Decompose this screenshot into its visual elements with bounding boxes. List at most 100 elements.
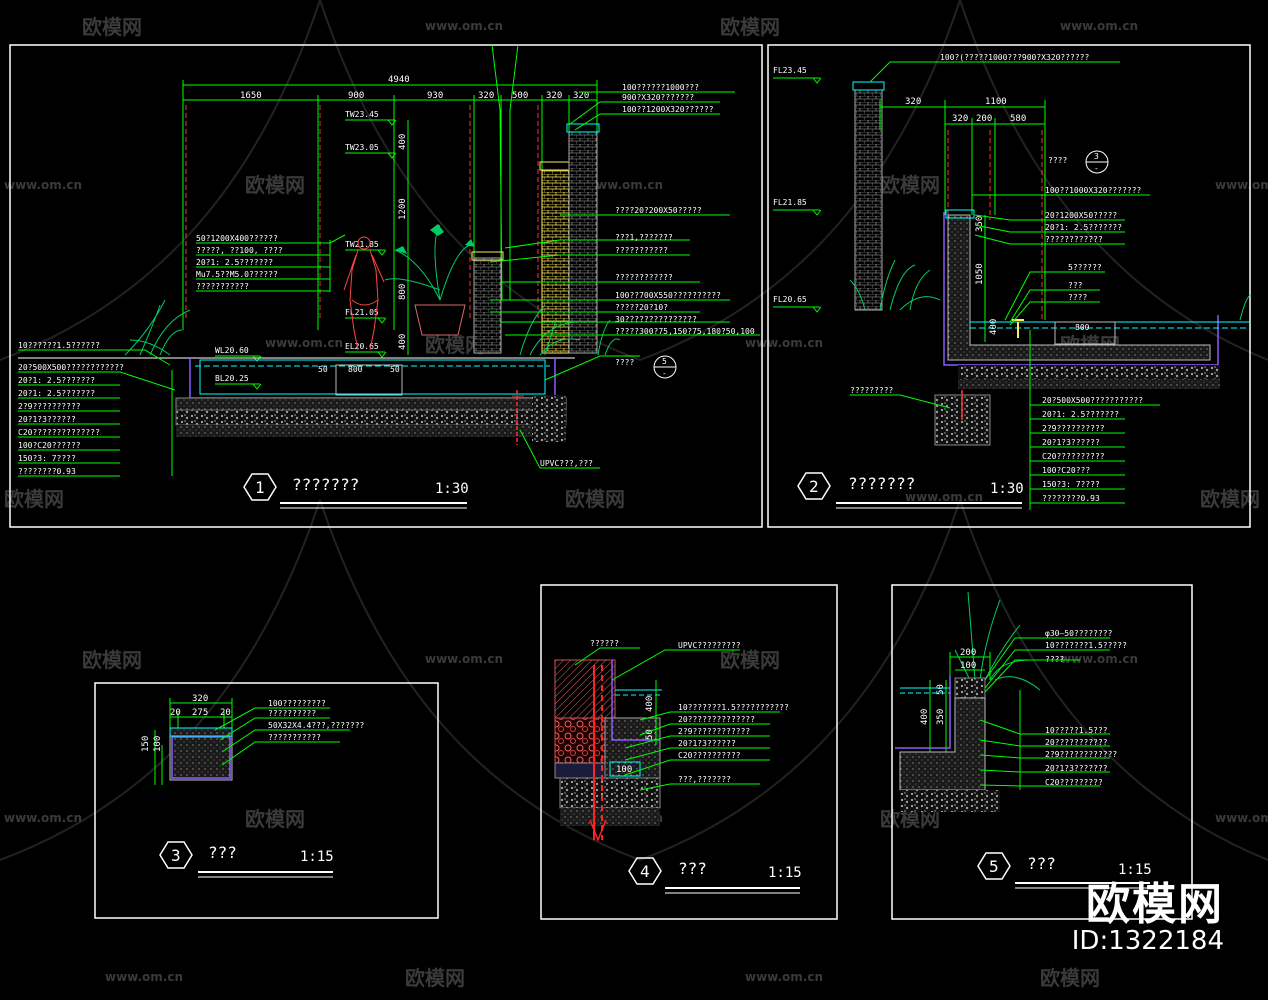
- pool-dimension: 800: [348, 365, 363, 374]
- leader-lines: [979, 637, 1110, 790]
- material-note: 50X32X4.4???,???????: [268, 721, 365, 730]
- dimension-label: 100: [960, 661, 976, 671]
- watermark-url: www.om.cn: [4, 811, 82, 825]
- dimension-label: 1100: [985, 97, 1007, 107]
- material-note: Mu7.5??M5.0??????: [196, 270, 278, 279]
- watermark-arc: [639, 0, 961, 361]
- material-note: ????????0.93: [1042, 494, 1100, 503]
- vertical-dimension: 100: [153, 736, 163, 752]
- watermark-url: www.om.cn: [1215, 811, 1268, 825]
- material-note: 20??????????????: [678, 715, 755, 724]
- watermark-logo: 欧模网: [82, 648, 142, 672]
- material-note: φ30—50????????: [1045, 629, 1113, 638]
- vertical-dimension: 800: [398, 284, 408, 300]
- pool-dimension: 50: [390, 365, 400, 374]
- tree-trunk: [491, 44, 519, 301]
- elevation-label: FL23.45: [773, 66, 807, 75]
- pillar-cap: [566, 123, 600, 133]
- material-note: ????????????: [615, 273, 673, 282]
- material-note: 20?1?3??????: [1042, 438, 1100, 447]
- material-note: 100??1200X320??????: [622, 105, 714, 114]
- watermark-arc: [319, 499, 641, 861]
- leader-lines-right: [489, 91, 760, 336]
- leader-line: [519, 429, 600, 469]
- watermark-logo: 欧模网: [720, 648, 780, 672]
- material-note: ???????????: [615, 246, 668, 255]
- material-note: 10??????1.5??????: [18, 341, 100, 350]
- material-note: 20???????????: [1045, 738, 1108, 747]
- section-number-badge: [159, 841, 193, 869]
- watermark-arc: [959, 0, 1268, 361]
- retaining-wall: [934, 209, 1250, 446]
- material-note: 20?1?3??????: [18, 415, 76, 424]
- vertical-dimension: 400: [398, 334, 408, 350]
- material-note: 10???????1.5?????: [1045, 641, 1127, 650]
- material-note: 100?????????: [268, 699, 326, 708]
- section-number: 3: [171, 846, 181, 865]
- dimension-label: 200: [960, 648, 976, 658]
- brand-id: ID:1322184: [1071, 926, 1224, 956]
- material-note: ????20?200X50?????: [615, 206, 702, 215]
- watermark-url: www.om.cn: [745, 336, 823, 350]
- material-note: 10???????1.5???????????: [678, 703, 789, 712]
- material-note: 20?1: 2.5???????: [18, 389, 95, 398]
- section-scale: 1:15: [768, 865, 802, 881]
- section-number: 1: [255, 478, 265, 497]
- elevation-label: FL21.85: [773, 198, 807, 207]
- dimension-label: 580: [1010, 114, 1026, 124]
- material-note: 100??????1000???: [622, 83, 699, 92]
- leader-line: [544, 355, 640, 381]
- material-note: 20?1: 2.5???????: [1042, 410, 1119, 419]
- dimension-label: 4940: [388, 75, 410, 85]
- section-title: ???: [208, 843, 237, 862]
- material-note: ??????????: [268, 709, 316, 718]
- material-note: C20??????????: [1042, 452, 1105, 461]
- section-scale: 1:15: [300, 849, 334, 865]
- leader-lines-right: [214, 707, 350, 766]
- material-note: ?????20?10?: [615, 303, 668, 312]
- material-note: 20?500X500????????????: [18, 363, 124, 372]
- panel-section-5: 200 100 50 400 350 φ30—50???????? 10????…: [891, 584, 1193, 920]
- material-note: 20?1: 2.5???????: [18, 376, 95, 385]
- material-note: 5??????: [1068, 263, 1102, 272]
- section-scale: 1:15: [1118, 862, 1152, 878]
- panel-frame: [9, 44, 763, 528]
- planter-shrub: [384, 224, 475, 336]
- elevation-label: TW23.45: [345, 110, 379, 119]
- material-note: ?????300?75,150?75,180?50,100: [615, 327, 755, 336]
- pool-edge-detail: [895, 676, 1000, 812]
- section-number-badge: [243, 473, 277, 501]
- material-note: 900?X320???????: [622, 93, 694, 102]
- vertical-dimension: 350: [975, 216, 985, 232]
- dimension-label: 500: [512, 91, 528, 101]
- material-note: ???: [1068, 281, 1083, 290]
- material-note: ????????0.93: [18, 467, 76, 476]
- brand-logo-text: 欧模网: [1086, 879, 1224, 930]
- panel-frame: [891, 584, 1193, 920]
- dimension-label: 320: [952, 114, 968, 124]
- section-title: ???: [1027, 854, 1056, 873]
- human-figure: [343, 236, 385, 351]
- material-note: ????: [1048, 156, 1067, 165]
- material-note: 100??700X550??????????: [615, 291, 721, 300]
- material-note: 2?9??????????: [1042, 424, 1105, 433]
- material-note: 2?9????????????: [678, 727, 750, 736]
- watermark-url: www.om.cn: [905, 490, 983, 504]
- material-note: UPVC???,???: [540, 459, 593, 468]
- wall-cap: [852, 81, 885, 91]
- section-title: ???????: [848, 474, 915, 493]
- material-note: C20??????????????: [18, 428, 100, 437]
- detail-callout-sheet: -: [1094, 164, 1099, 173]
- elevation-label: FL21.05: [345, 308, 379, 317]
- material-note: ???,???????: [678, 775, 731, 784]
- watermark-logo: 欧模网: [405, 966, 465, 990]
- vertical-dimension: 50: [645, 729, 655, 740]
- material-note: 20?500X500???????????: [1042, 396, 1143, 405]
- pillar-cap: [539, 161, 572, 171]
- dimension-chain: [929, 652, 991, 755]
- grass-tuft: [954, 591, 1041, 691]
- watermark-url: www.om.cn: [585, 178, 663, 192]
- watermark-url: www.om.cn: [4, 178, 82, 192]
- dimension-label: 200: [976, 114, 992, 124]
